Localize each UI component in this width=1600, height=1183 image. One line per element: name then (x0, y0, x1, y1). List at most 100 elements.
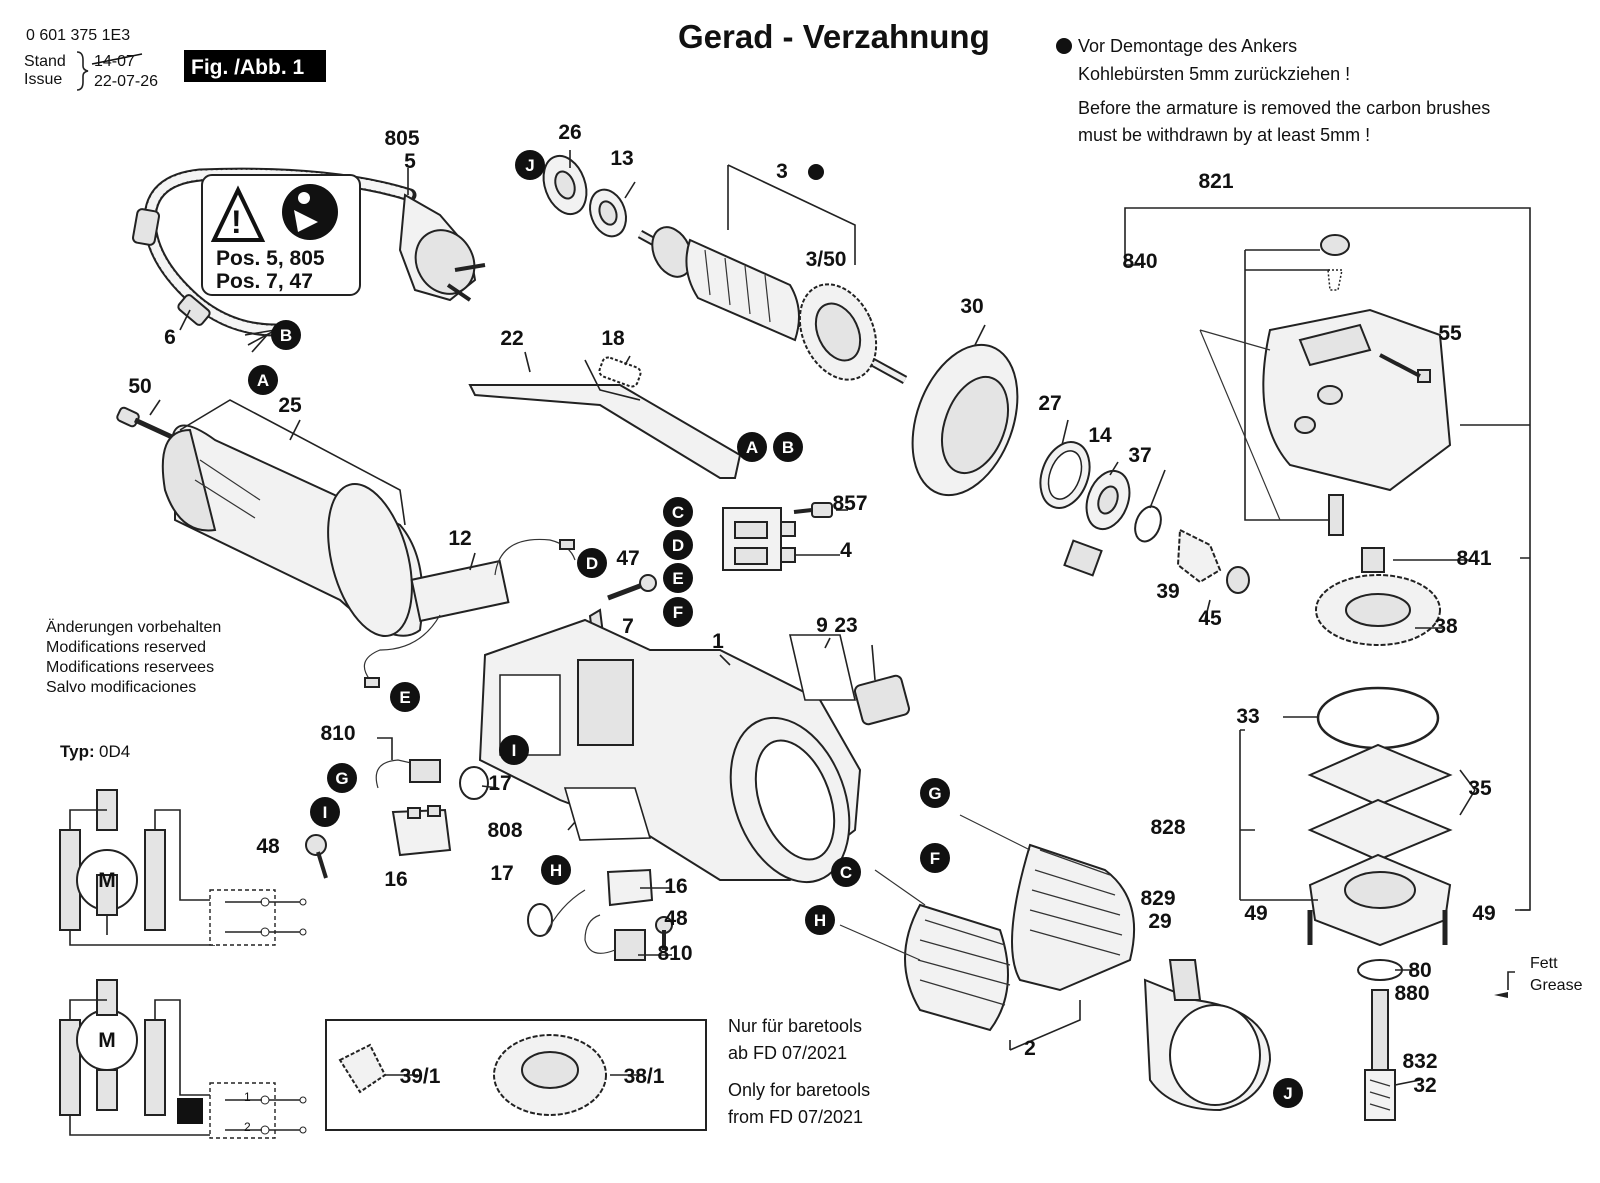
brush-holder-slot (407, 807, 421, 819)
part-label-80: 80 (1408, 959, 1431, 982)
grease-label: Grease (1530, 977, 1583, 994)
spring-17b (527, 903, 553, 937)
bearing-13-bore (598, 200, 618, 226)
part-label-829: 829 (1140, 887, 1175, 910)
bracket-828 (1239, 729, 1318, 901)
connector-badge-a: A (737, 432, 767, 462)
connector-badge-circle (831, 857, 861, 887)
warning-line-1: Pos. 5, 805 (216, 247, 325, 270)
connector-badge-letter: C (672, 503, 684, 522)
guard-29-collar (1168, 959, 1202, 1001)
part-label-23: 23 (834, 614, 857, 637)
bracket-2 (1009, 1000, 1081, 1051)
coil-line (1031, 889, 1121, 916)
connector-badge-a: A (248, 365, 278, 395)
note-de-2: Kohlebürsten 5mm zurückziehen ! (1078, 64, 1350, 84)
connector-badge-g: G (327, 763, 357, 793)
connector-badge-letter: B (280, 326, 292, 345)
field-coil-upper (1011, 843, 1136, 992)
connector-badge-letter: E (672, 569, 683, 588)
coil-line (917, 959, 1011, 986)
screw-50-head (116, 406, 140, 428)
note-en-2: must be withdrawn by at least 5mm ! (1078, 125, 1370, 145)
connector-badge-circle (920, 778, 950, 808)
part-label-12: 12 (448, 527, 471, 550)
bracket-35 (1459, 789, 1476, 816)
connector-badge-letter: J (525, 156, 534, 175)
connector-badge-letter: F (930, 849, 940, 868)
old-date: 14-07 (94, 53, 135, 70)
gear-housing-hole (1317, 385, 1343, 405)
part-label-17: 17 (488, 772, 511, 795)
guard-29-opening (1169, 1004, 1261, 1106)
part-label-16: 16 (384, 868, 407, 891)
gear-housing-top (1298, 323, 1372, 367)
coil-line (919, 979, 1006, 1006)
part-label-45: 45 (1198, 607, 1222, 630)
part-label-48: 48 (256, 835, 280, 858)
part-label-37: 37 (1128, 444, 1151, 467)
connector-badge-circle (663, 563, 693, 593)
cable-wires (244, 329, 276, 353)
cover-rib-2 (194, 479, 256, 519)
connector-badge-d: D (577, 548, 607, 578)
part-label-48: 48 (664, 907, 688, 930)
brush-lead-2 (584, 914, 616, 954)
screw-48-head (305, 834, 327, 856)
mods-line-1: Änderungen vorbehalten (46, 618, 221, 636)
coil-leads (839, 814, 1031, 961)
part-label-4: 4 (840, 539, 852, 562)
o-ring-33 (1316, 686, 1440, 750)
switch-position-1: 1 (244, 1090, 251, 1104)
part-label-32: 32 (1413, 1074, 1436, 1097)
part-label-9: 9 (816, 614, 828, 637)
part-label-13: 13 (610, 147, 633, 170)
switch-symbol (209, 1082, 276, 1139)
bevel-gear-38-hub (1345, 593, 1411, 627)
spindle-pin (1328, 494, 1344, 536)
cover-rib (199, 459, 261, 501)
circuit-wiring (69, 999, 215, 1136)
label-plate-9 (788, 634, 857, 701)
part-label-821: 821 (1198, 170, 1233, 193)
part-label-2: 2 (1024, 1037, 1036, 1060)
part-label-5: 5 (404, 150, 416, 173)
brush-holder-16 (391, 808, 452, 857)
page-title: Gerad - Verzahnung (678, 18, 990, 55)
terminal (299, 928, 307, 936)
part-label-3: 3 (776, 160, 788, 183)
bracket-821-ticks (1460, 424, 1530, 911)
connector-badge-circle (541, 855, 571, 885)
brush-wire-810 (375, 759, 421, 789)
housing-1-brush-seat (577, 659, 634, 746)
thread-lines (1369, 1079, 1391, 1111)
note-bullet (1056, 38, 1072, 54)
coil-line (1039, 849, 1111, 876)
connector-badge-circle (805, 905, 835, 935)
washer-37 (1134, 505, 1162, 543)
connector-badge-e: E (663, 563, 693, 593)
mods-line-3: Modifications reservees (46, 659, 214, 676)
brace (76, 51, 89, 91)
connector-badge-letter: G (928, 784, 941, 803)
old-date-strike (91, 53, 143, 65)
connector-badge-b: B (271, 320, 301, 350)
connector-badge-letter: G (335, 769, 348, 788)
connector-badge-d: D (663, 530, 693, 560)
cap-840 (1320, 234, 1350, 256)
switch-position-2: 2 (244, 1120, 251, 1134)
connector-badge-circle (515, 150, 545, 180)
armature-core (685, 238, 800, 342)
part-label-29: 29 (1148, 910, 1171, 933)
connector-badge-letter: A (746, 438, 758, 457)
connector-badge-letter: D (672, 536, 684, 555)
connector-badge-letter: F (673, 603, 683, 622)
carbon-brush-810 (409, 759, 441, 783)
issue-label: Issue (24, 71, 62, 88)
part-label-50: 50 (128, 375, 151, 398)
baretools-line-4: from FD 07/2021 (728, 1107, 863, 1127)
fig-box (184, 50, 326, 82)
connector-badge-circle (663, 497, 693, 527)
